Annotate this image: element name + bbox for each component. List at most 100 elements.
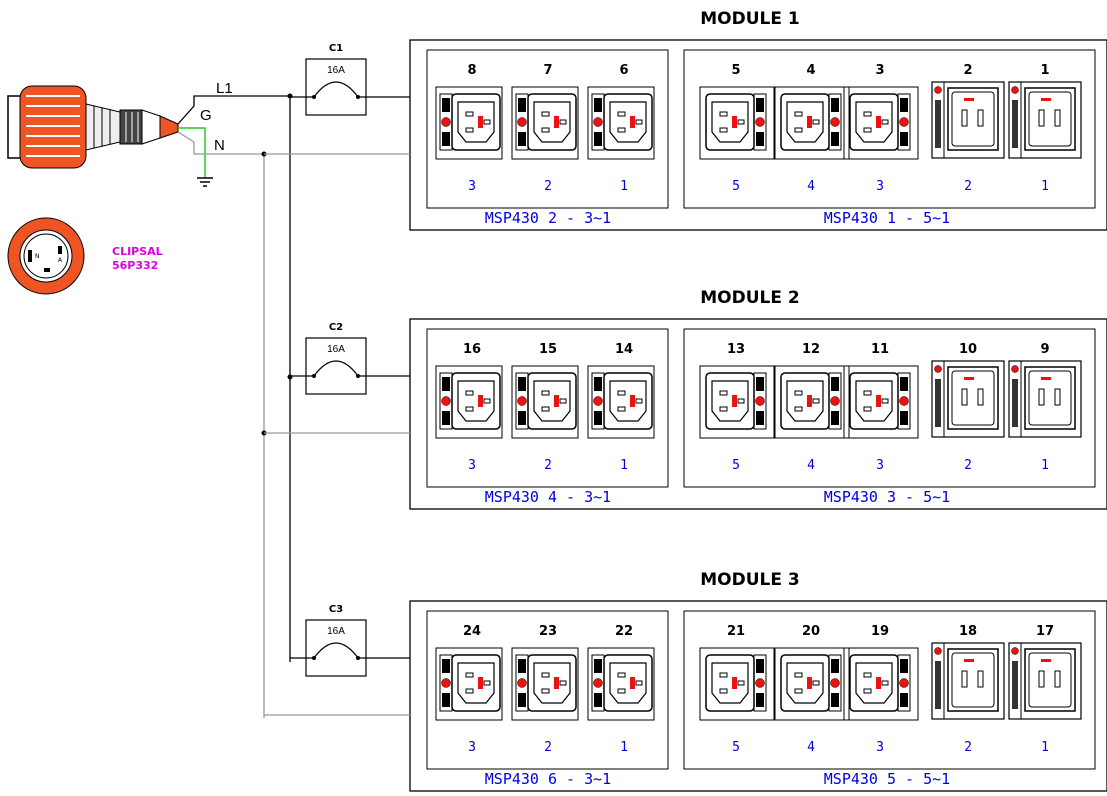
outlet-number: 23 (539, 624, 557, 639)
outlet-number: 21 (727, 624, 745, 639)
outlet-group-right (683, 49, 1096, 209)
outlet-number: 19 (871, 624, 889, 639)
port-number: 2 (544, 740, 552, 755)
outlet-number: 13 (727, 342, 745, 357)
outlet-group-left (426, 610, 669, 770)
port-number: 2 (544, 179, 552, 194)
outlet-c13 (843, 647, 919, 721)
outlet-number: 7 (543, 63, 552, 78)
breaker-rating: 16A (327, 626, 345, 637)
port-number: 2 (964, 179, 972, 194)
port-number: 1 (1041, 740, 1049, 755)
breaker-rating: 16A (327, 65, 345, 76)
port-number: 1 (1041, 179, 1049, 194)
neutral-wire-label: N (214, 137, 225, 154)
port-number: 3 (876, 458, 884, 473)
port-number: 3 (468, 740, 476, 755)
port-number: 5 (732, 740, 740, 755)
outlet-c13 (843, 86, 919, 160)
outlet-number: 4 (806, 63, 815, 78)
port-number: 5 (732, 458, 740, 473)
outlet-number: 14 (615, 342, 633, 357)
plug-brand: CLIPSAL (112, 245, 163, 258)
outlet-number: 11 (871, 342, 889, 357)
outlet-c19 (931, 81, 1005, 159)
outlet-c19 (1008, 642, 1082, 720)
outlet-c13 (843, 365, 919, 439)
outlet-number: 5 (731, 63, 740, 78)
port-number: 3 (876, 740, 884, 755)
port-number: 4 (807, 458, 815, 473)
outlet-c13 (699, 86, 775, 160)
breaker-rating: 16A (327, 344, 345, 355)
plug-face-icon: N A (7, 217, 85, 295)
module-title: MODULE 3 (700, 570, 799, 590)
outlet-number: 10 (959, 342, 977, 357)
port-number: 4 (807, 179, 815, 194)
outlet-number: 24 (463, 624, 481, 639)
outlet-c13 (587, 647, 655, 721)
outlet-c13 (511, 365, 579, 439)
port-number: 4 (807, 740, 815, 755)
live-wire-label: L1 (216, 80, 233, 97)
outlet-group-right (683, 610, 1096, 770)
outlet-c13 (699, 647, 775, 721)
outlet-number: 12 (802, 342, 820, 357)
outlet-c13 (587, 86, 655, 160)
outlet-group-left (426, 328, 669, 488)
msp430-label: MSP430 3 - 5~1 (824, 488, 950, 506)
svg-text:N: N (35, 253, 40, 260)
outlet-number: 17 (1036, 624, 1054, 639)
outlet-number: 22 (615, 624, 633, 639)
outlet-c13 (774, 86, 850, 160)
msp430-label: MSP430 4 - 3~1 (485, 488, 611, 506)
outlet-c13 (774, 647, 850, 721)
outlet-group-right (683, 328, 1096, 488)
port-number: 3 (468, 179, 476, 194)
msp430-label: MSP430 6 - 3~1 (485, 770, 611, 788)
outlet-c13 (435, 86, 503, 160)
outlet-c13 (511, 647, 579, 721)
port-number: 2 (544, 458, 552, 473)
outlet-number: 3 (875, 63, 884, 78)
port-number: 1 (620, 458, 628, 473)
outlet-number: 8 (467, 63, 476, 78)
outlet-number: 9 (1040, 342, 1049, 357)
outlet-number: 16 (463, 342, 481, 357)
outlet-number: 2 (963, 63, 972, 78)
bus-lines (261, 93, 293, 718)
port-number: 1 (620, 740, 628, 755)
module-title: MODULE 2 (700, 288, 799, 308)
svg-text:A: A (58, 257, 63, 264)
module-title: MODULE 1 (700, 9, 799, 29)
outlet-number: 6 (619, 63, 628, 78)
supply-wires (177, 95, 290, 187)
port-number: 5 (732, 179, 740, 194)
outlet-c13 (435, 365, 503, 439)
outlet-number: 15 (539, 342, 557, 357)
msp430-label: MSP430 2 - 3~1 (485, 209, 611, 227)
plug-model: 56P332 (112, 259, 158, 272)
outlet-group-left (426, 49, 669, 209)
port-number: 1 (620, 179, 628, 194)
circuit-breaker: C2 16A (305, 322, 367, 395)
msp430-label: MSP430 5 - 5~1 (824, 770, 950, 788)
port-number: 3 (468, 458, 476, 473)
outlet-c19 (1008, 81, 1082, 159)
outlet-c13 (774, 365, 850, 439)
ground-wire-label: G (200, 107, 212, 124)
outlet-c19 (1008, 360, 1082, 438)
outlet-c19 (931, 360, 1005, 438)
port-number: 2 (964, 740, 972, 755)
port-number: 3 (876, 179, 884, 194)
breaker-name: C2 (329, 322, 343, 333)
port-number: 1 (1041, 458, 1049, 473)
supply-plug (7, 85, 179, 169)
outlet-c13 (435, 647, 503, 721)
